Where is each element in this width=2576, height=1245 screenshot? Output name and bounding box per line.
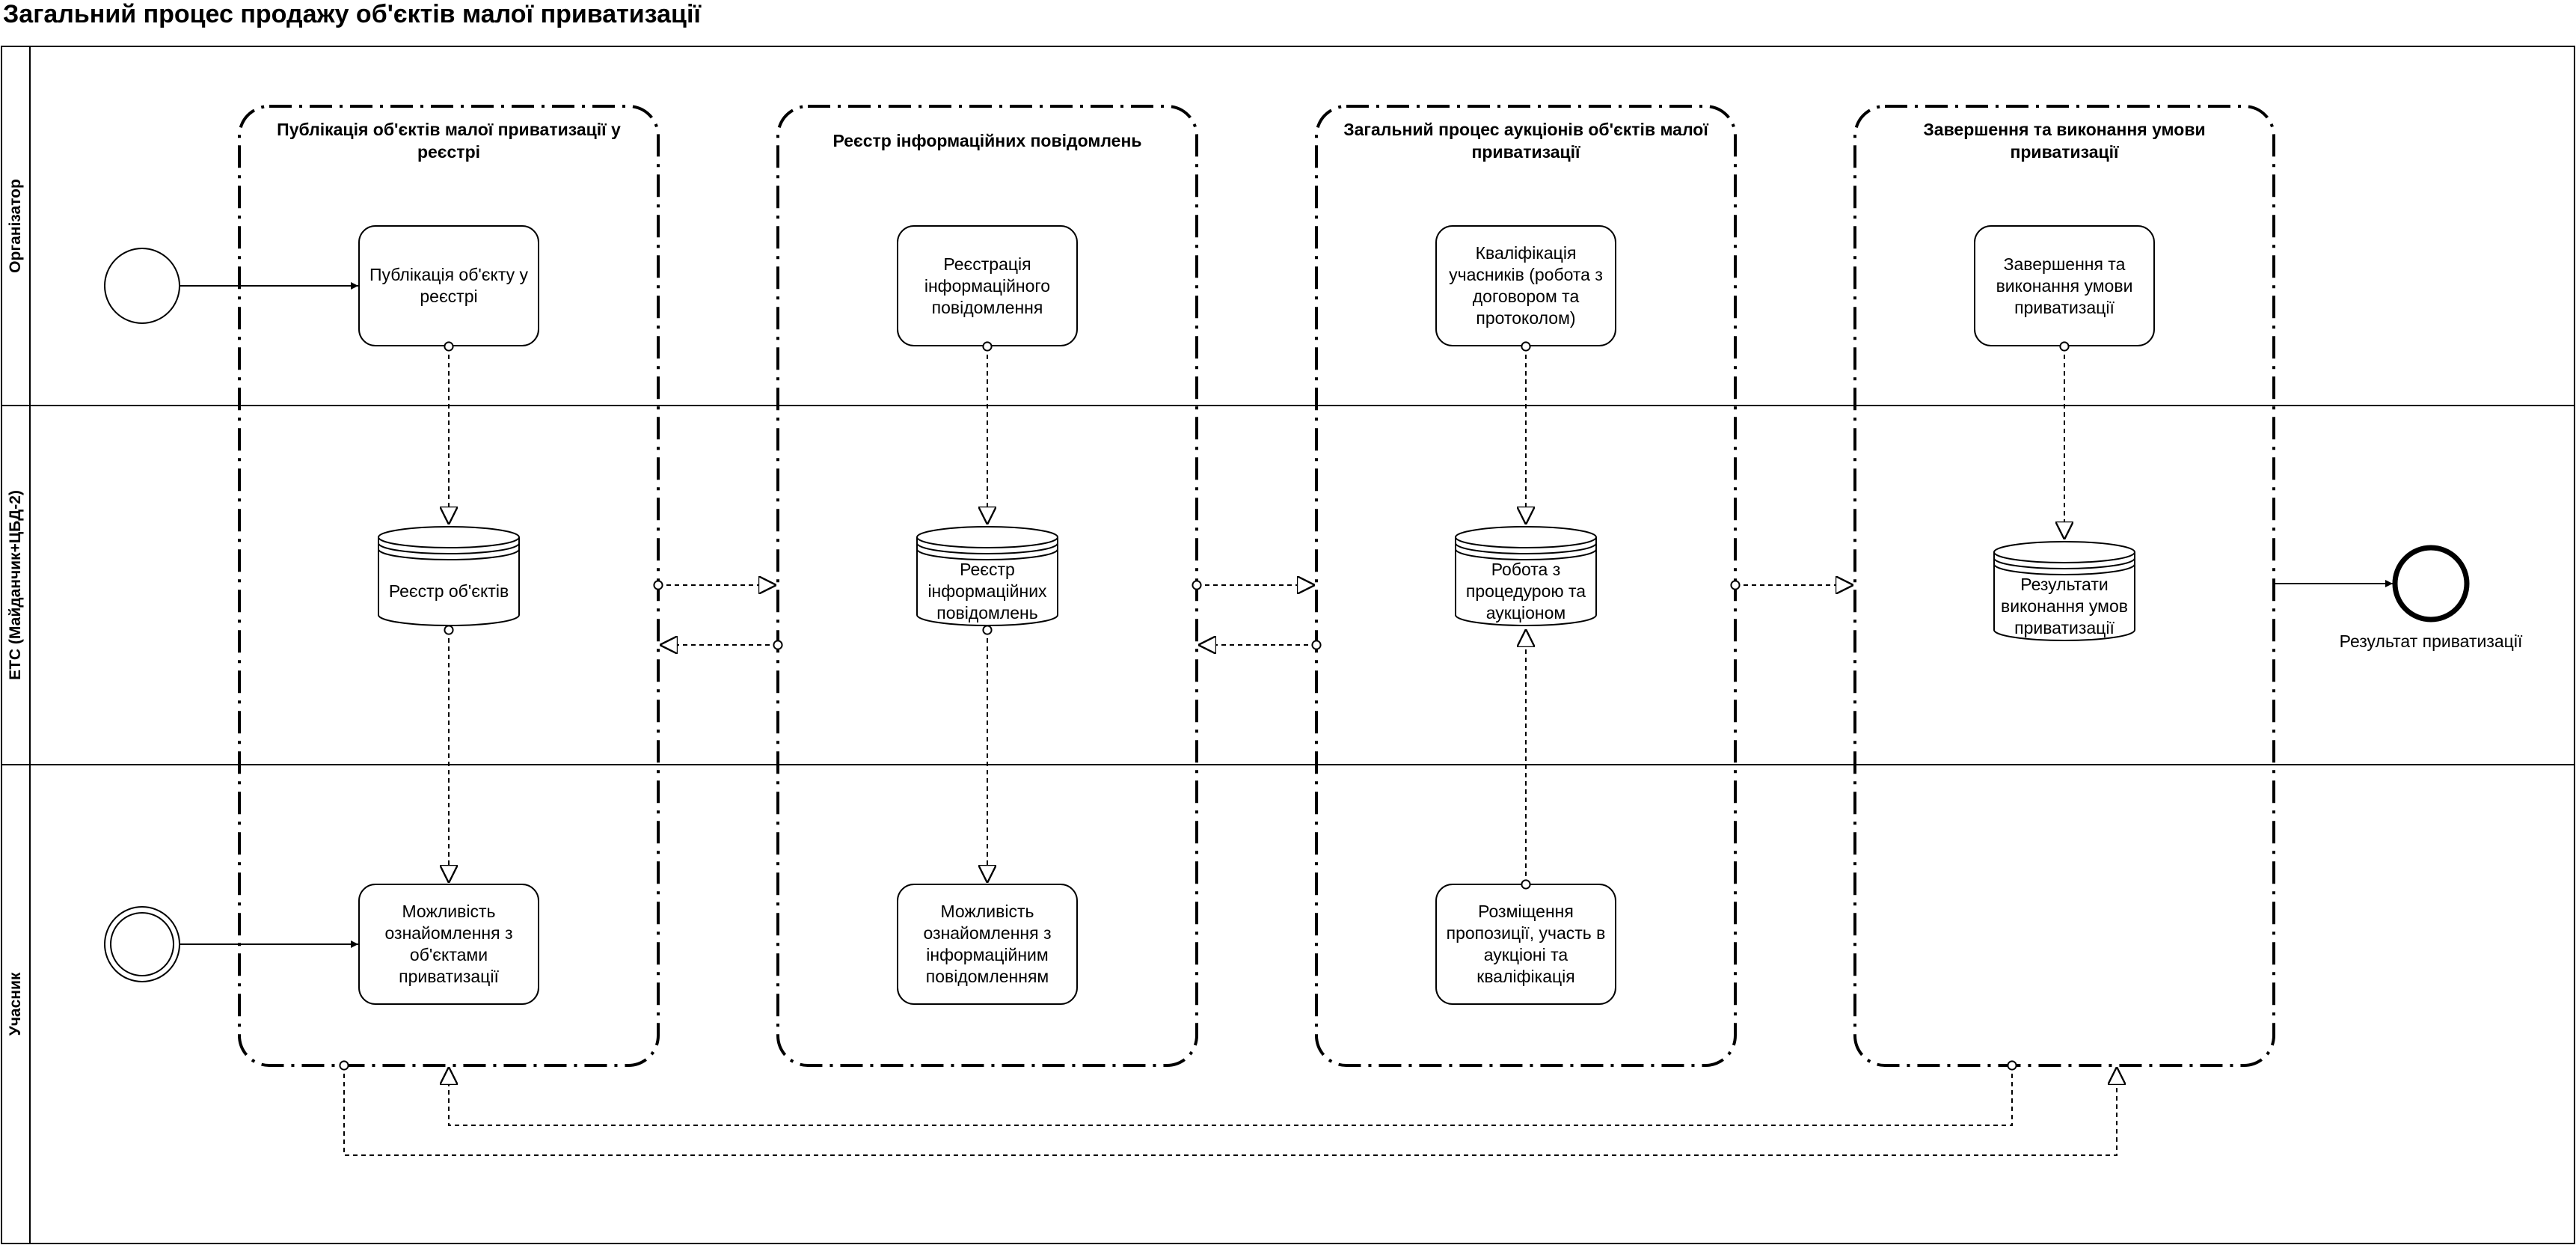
group-label-auctions: Загальний процес аукціонів об'єктів мало… [1343,120,1708,162]
data-store-objects [378,526,520,626]
data-store-results [1993,541,2135,641]
start-event-participant-inner [110,912,174,976]
group-label-completion: Завершення та виконання умови приватизац… [1923,120,2206,162]
end-event-label: Результат приватизації [2339,631,2523,651]
start-event-participant [104,906,180,982]
start-event-organizer [104,248,180,324]
task-label-view-objects: Можливість ознайомлення з об'єктами прив… [384,902,513,986]
events [104,248,2470,982]
tasks [358,225,2155,1005]
message-flows [344,346,2117,1156]
task-label-qualification: Кваліфікація учасників (робота з договор… [1449,243,1603,328]
diagram-title: Загальний процес продажу об'єктів малої … [3,0,701,28]
task-view-objects [358,884,539,1005]
lane-label-ets: ЕТС (Майданчик+ЦБД-2) [7,490,24,680]
group-completion [1853,105,2275,1067]
store-label-notices: Реєстр інформаційних повідомлень [927,559,1047,622]
end-event [2392,545,2470,622]
task-label-view-notice: Можливість ознайомлення з інформаційним … [923,902,1052,986]
task-label-bid: Розміщення пропозиції, участь в аукціоні… [1446,902,1606,986]
pool-border [1,46,2575,1244]
store-label-objects: Реєстр об'єктів [388,581,509,601]
msg-group1-to-group4 [344,1065,2117,1156]
task-view-notice [897,884,1078,1005]
data-store-notices [916,526,1058,626]
lane-label-participant: Учасник [7,972,24,1036]
group-label-info-registry: Реєстр інформаційних повідомлень [832,131,1142,150]
msg-group4-to-group1 [449,1065,2012,1126]
task-label-publish-object: Публікація об'єкту у реєстрі [369,265,529,306]
lane-label-organizer: Організатор [7,179,24,273]
store-label-results: Результати виконання умов приватизації [2001,574,2128,637]
sequence-flows [180,282,2393,948]
group-label-publication: Публікація об'єктів малої приватизації у… [277,120,621,162]
data-store-auction [1455,526,1597,626]
task-label-completion: Завершення та виконання умови приватизац… [1996,254,2133,317]
store-label-auction: Робота з процедурою та аукціоном [1465,559,1586,622]
pool [1,46,2575,1244]
task-label-register-notice: Реєстрація інформаційного повідомлення [924,254,1051,317]
